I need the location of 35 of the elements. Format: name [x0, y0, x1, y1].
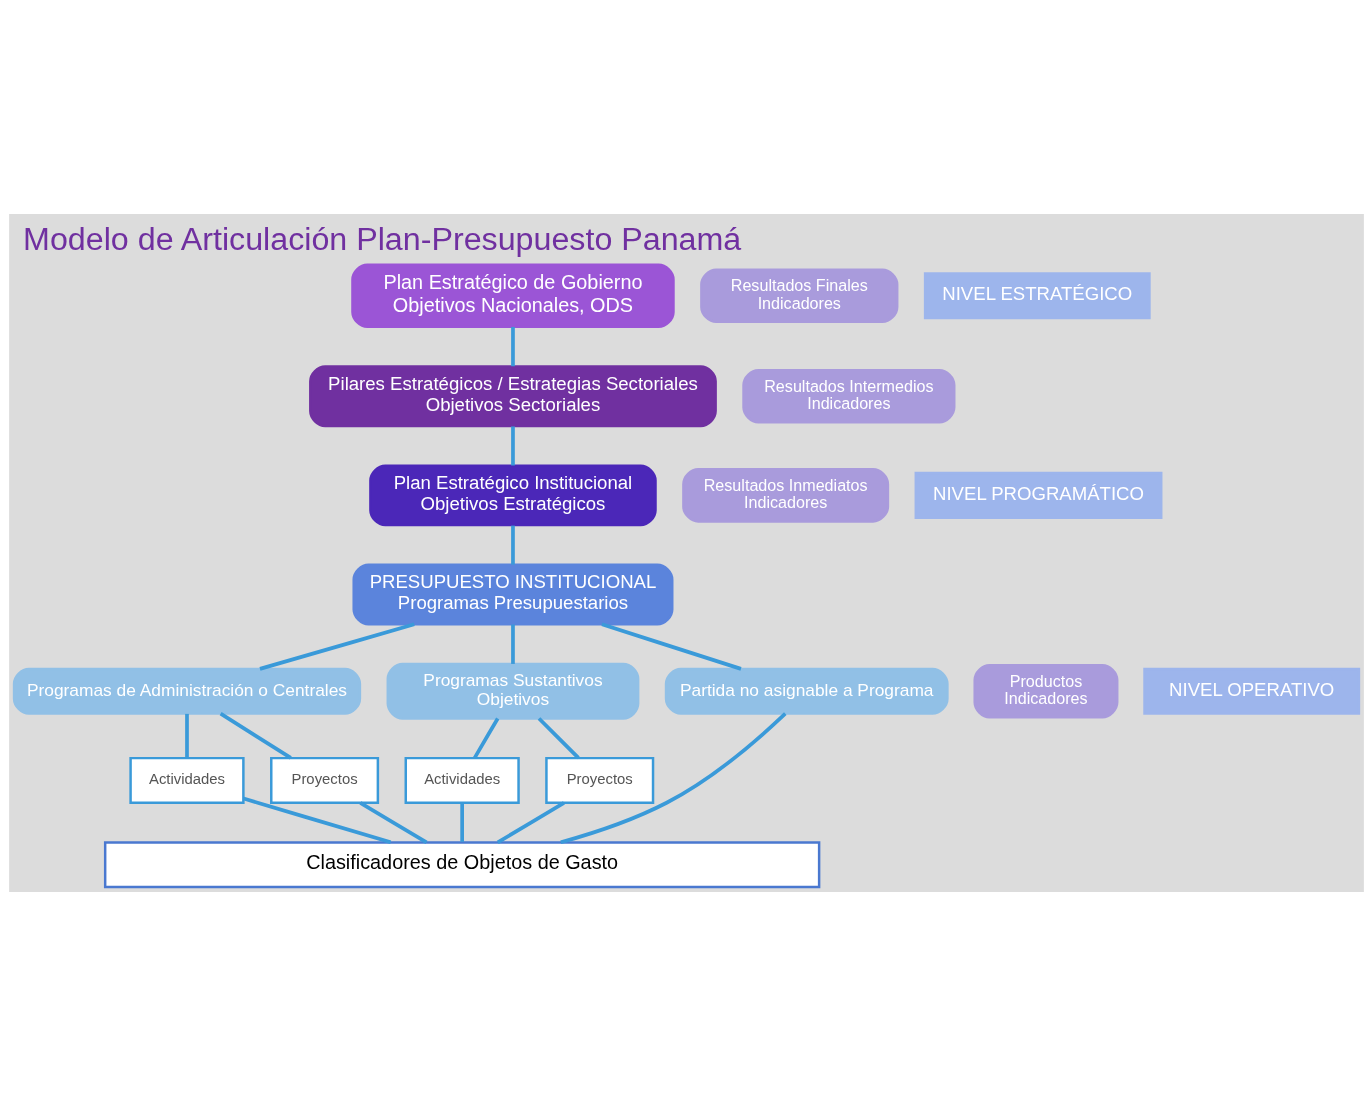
connector [496, 800, 565, 844]
node-box: Plan Estratégico Institucional Objetivos Estratégicos [368, 463, 657, 526]
node-box: Clasificadores de Objetos de Gasto [103, 840, 820, 888]
node-box: Resultados Intermedios Indicadores [741, 368, 955, 423]
diagram-title: Modelo de Articulación Plan-Presupuesto Panamá [22, 220, 741, 257]
connector [258, 622, 415, 671]
connector [559, 711, 787, 844]
node-box: Proyectos [269, 756, 379, 804]
connector [510, 525, 515, 565]
node-box: Proyectos [544, 756, 654, 804]
node-box: Plan Estratégico de Gobierno Objetivos Nacionales, ODS [350, 263, 675, 328]
node-box: NIVEL PROGRAMÁTICO [914, 471, 1162, 519]
node-box: NIVEL OPERATIVO [1142, 667, 1360, 715]
connector [537, 716, 580, 759]
node-box: Pilares Estratégicos / Estrategias Sectoriales Objetivos Sectoriales [308, 364, 717, 427]
node-box: NIVEL ESTRATÉGICO [923, 271, 1151, 319]
connector [242, 796, 391, 844]
connector [219, 711, 292, 759]
node-box: Partida no asignable a Programa [664, 667, 949, 715]
node-box: Resultados Finales Indicadores [699, 268, 898, 323]
connector [510, 425, 515, 465]
node-box: Programas Sustantivos Objetivos [386, 662, 639, 720]
node-box: Actividades [404, 756, 520, 804]
connector [358, 800, 427, 844]
connector [510, 624, 515, 664]
node-box: PRESUPUESTO INSTITUCIONAL Programas Presupuestarios [351, 563, 673, 625]
connector [600, 622, 742, 671]
node-box: Actividades [128, 756, 245, 804]
node-box: Productos Indicadores [972, 663, 1118, 718]
node-box: Programas de Administración o Centrales [12, 667, 361, 715]
connector [459, 802, 464, 842]
connector [184, 713, 189, 758]
connector [510, 326, 515, 366]
connector [472, 717, 499, 759]
node-box: Resultados Inmediatos Indicadores [681, 467, 889, 523]
